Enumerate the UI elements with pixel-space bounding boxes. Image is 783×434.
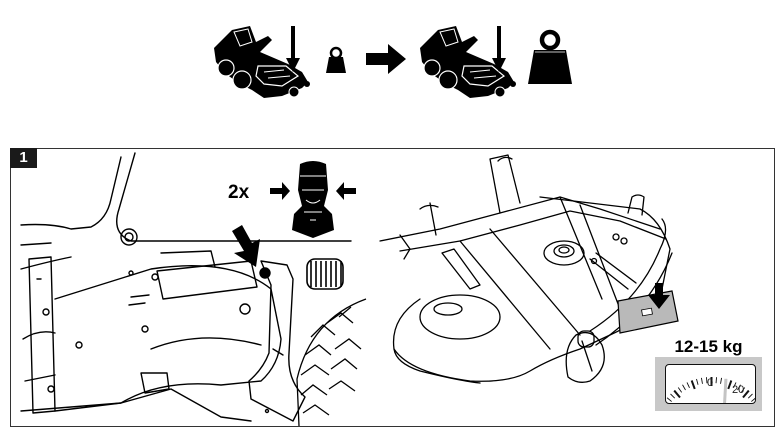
repeat-count-label: 2x: [228, 182, 250, 203]
gauge-tick: [670, 393, 676, 399]
weight-range-label: 12-15 kg: [674, 337, 743, 356]
gauge-tick: [715, 377, 718, 384]
gauge-tick: [700, 377, 703, 384]
gauge-tick: [666, 397, 672, 402]
gauge-tick: [686, 382, 690, 389]
gauge-tick: [720, 377, 723, 384]
down-arrow-icon: [286, 26, 300, 72]
large-weight-icon: [528, 29, 572, 84]
gauge-tick: [690, 380, 696, 390]
gauge-tick: [696, 378, 699, 385]
gauge-tick: [737, 384, 741, 391]
gauge-tick: [754, 402, 756, 404]
gauge-label-twenty: 20: [732, 384, 745, 396]
scale-gauge: 0 20: [655, 357, 762, 411]
down-arrow-icon: [232, 225, 260, 267]
step-frame: [10, 148, 775, 427]
small-weight-icon: [326, 46, 346, 73]
gauge-tick: [666, 402, 667, 403]
down-arrow-icon: [648, 283, 670, 309]
right-arrow-icon: [366, 44, 406, 74]
gauge-tick: [742, 389, 750, 399]
riding-mower-icon: [420, 26, 516, 98]
gauge-tick: [747, 393, 753, 399]
riding-mower-icon: [214, 26, 310, 98]
cutting-deck-illustration: [379, 154, 679, 384]
gauge-tick: [733, 382, 737, 389]
gauge-needle: [723, 378, 728, 403]
gauge-tick: [751, 397, 755, 402]
gauge-tick: [673, 389, 681, 399]
gauge-tick: [682, 384, 686, 391]
scale-ticks: [666, 377, 756, 404]
operator-seat-icon: [270, 161, 356, 238]
gauge-tick: [705, 377, 708, 384]
gauge-tick: [740, 387, 746, 393]
deck-lift-linkage-illustration: [20, 152, 367, 427]
gauge-tick: [727, 380, 733, 390]
scale-dial: 0 20: [665, 364, 756, 404]
step-number-badge: 1: [10, 148, 37, 168]
gauge-label-zero: 0: [707, 377, 714, 389]
down-arrow-icon: [492, 26, 506, 72]
gauge-tick: [677, 387, 683, 393]
